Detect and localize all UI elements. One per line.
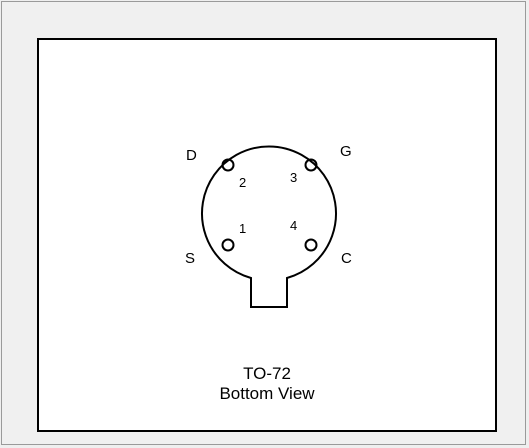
pin-number-1: 1 bbox=[239, 221, 246, 236]
pin-label-d: D bbox=[186, 147, 197, 164]
package-name: TO-72 bbox=[243, 364, 291, 383]
pin-hole-3 bbox=[304, 158, 318, 172]
pin-label-s: S bbox=[185, 250, 195, 267]
pin-label-g: G bbox=[340, 143, 352, 160]
pin-number-2: 2 bbox=[239, 175, 246, 190]
pin-hole-4 bbox=[304, 238, 318, 252]
pinout-diagram: D G S C 2 3 1 4 bbox=[185, 143, 352, 308]
diagram-panel: D G S C 2 3 1 4 TO-72 Bottom View bbox=[37, 38, 497, 432]
pin-hole-1 bbox=[221, 238, 235, 252]
view-label: Bottom View bbox=[219, 384, 315, 403]
pin-number-3: 3 bbox=[290, 170, 297, 185]
package-outline bbox=[201, 145, 337, 308]
pin-label-c: C bbox=[341, 250, 352, 267]
pin-number-4: 4 bbox=[290, 218, 297, 233]
pin-hole-2 bbox=[221, 158, 235, 172]
